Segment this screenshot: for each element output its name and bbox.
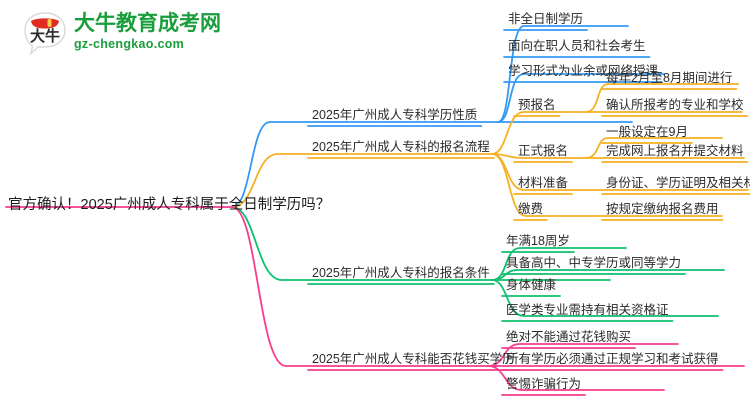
child-node-mianxiang-zaizhi[interactable]: 面向在职人员和社会考生: [508, 38, 646, 54]
child-node-label: 预报名: [518, 98, 556, 112]
child-node-label: 所有学历必须通过正规学习和考试获得: [506, 352, 719, 366]
child-node-label: 绝对不能通过花钱购买: [506, 330, 632, 344]
child-node-yixue-zige[interactable]: 医学类专业需持有相关资格证: [506, 302, 669, 318]
child-node-jingti-zhapian[interactable]: 警惕诈骗行为: [506, 376, 581, 392]
root-node[interactable]: 官方确认！2025广州成人专科属于全日制学历吗？: [8, 197, 330, 213]
grandchild-node-jiaofei-detail[interactable]: 按规定缴纳报名费用: [606, 201, 719, 217]
child-node-label: 缴费: [518, 202, 544, 216]
child-node-shenti-jiankang[interactable]: 身体健康: [506, 277, 556, 293]
branch-node-xueli-xingzhi[interactable]: 2025年广州成人专科学历性质: [312, 107, 477, 123]
grandchild-node-label: 每年2月至8月期间进行: [606, 71, 733, 85]
svg-text:大牛: 大牛: [30, 27, 60, 45]
grandchild-node-zhengshi-time[interactable]: 一般设定在9月: [606, 124, 688, 140]
grandchild-node-label: 按规定缴纳报名费用: [606, 202, 719, 216]
daniu-bull-logo-icon: 大牛: [22, 10, 68, 56]
child-node-label: 学习形式为业余或网络授课: [508, 64, 659, 78]
grandchild-node-label: 身份证、学历证明及相关材料: [606, 176, 750, 190]
grandchild-node-label: 一般设定在9月: [606, 125, 688, 139]
child-node-zhengshi-baoming[interactable]: 正式报名: [518, 143, 568, 159]
child-node-label: 警惕诈骗行为: [506, 377, 582, 391]
logo-title: 大牛教育成考网: [74, 12, 221, 35]
child-node-label: 材料准备: [518, 176, 569, 190]
child-node-xueli-yaoqiu[interactable]: 具备高中、中专学历或同等学力: [506, 255, 681, 271]
branch-node-label: 2025年广州成人专科的报名条件: [312, 266, 490, 280]
branch-node-label: 2025年广州成人专科的报名流程: [312, 140, 490, 154]
branch-node-huaqian-mai[interactable]: 2025年广州成人专科能否花钱买学历: [312, 351, 515, 367]
grandchild-node-yubaoming-confirm[interactable]: 确认所报考的专业和学校: [606, 97, 744, 113]
child-node-xuexi-xingshi[interactable]: 学习形式为业余或网络授课: [508, 63, 658, 79]
child-node-jiaofei[interactable]: 缴费: [518, 201, 543, 217]
logo-text-block: 大牛教育成考网 gz-chengkao.com: [74, 12, 221, 52]
child-node-zhengguixuexi[interactable]: 所有学历必须通过正规学习和考试获得: [506, 351, 719, 367]
grandchild-node-label: 确认所报考的专业和学校: [606, 98, 744, 112]
child-node-cailiao-zhunbei[interactable]: 材料准备: [518, 175, 568, 191]
child-node-label: 具备高中、中专学历或同等学力: [506, 256, 682, 270]
site-logo[interactable]: 大牛 大牛教育成考网 gz-chengkao.com: [22, 8, 237, 60]
child-node-label: 面向在职人员和社会考生: [508, 39, 646, 53]
branch-node-baoming-liucheng[interactable]: 2025年广州成人专科的报名流程: [312, 139, 490, 155]
child-node-label: 身体健康: [506, 278, 557, 292]
grandchild-node-zhengshi-submit[interactable]: 完成网上报名并提交材料: [606, 143, 744, 159]
branch-node-label: 2025年广州成人专科能否花钱买学历: [312, 352, 515, 366]
logo-subtitle: gz-chengkao.com: [74, 37, 185, 51]
grandchild-node-cailiao-list[interactable]: 身份证、学历证明及相关材料: [606, 175, 750, 191]
root-node-label: 官方确认！2025广州成人专科属于全日制学历吗？: [8, 197, 331, 213]
child-node-label: 医学类专业需持有相关资格证: [506, 303, 669, 317]
child-node-label: 非全日制学历: [508, 12, 584, 26]
grandchild-node-label: 完成网上报名并提交材料: [606, 144, 744, 158]
child-node-feiquanrizhi[interactable]: 非全日制学历: [508, 11, 583, 27]
child-node-bunengmai[interactable]: 绝对不能通过花钱购买: [506, 329, 631, 345]
child-node-label: 正式报名: [518, 144, 569, 158]
branch-node-label: 2025年广州成人专科学历性质: [312, 108, 478, 122]
grandchild-node-yubaoming-time[interactable]: 每年2月至8月期间进行: [606, 70, 732, 86]
child-node-nianman18[interactable]: 年满18周岁: [506, 233, 570, 249]
branch-node-baoming-tiaojian[interactable]: 2025年广州成人专科的报名条件: [312, 265, 490, 281]
child-node-yubaoming[interactable]: 预报名: [518, 97, 556, 113]
child-node-label: 年满18周岁: [506, 234, 570, 248]
